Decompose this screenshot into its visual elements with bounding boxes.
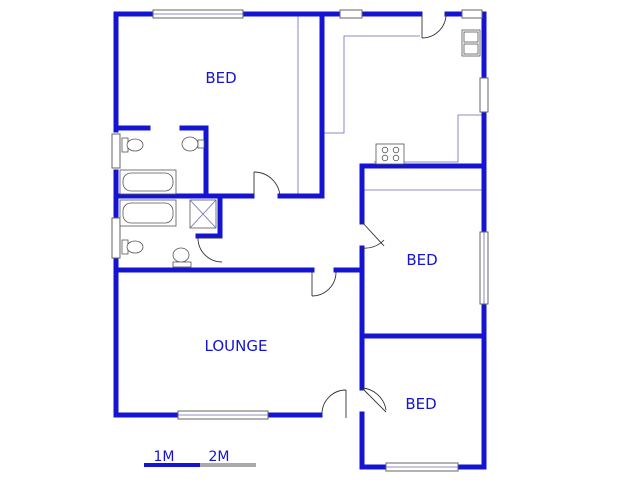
wall-bath-lower xyxy=(195,193,223,239)
door-bathroom xyxy=(197,237,223,263)
doors xyxy=(197,13,447,418)
window-top-right xyxy=(461,9,483,19)
stove xyxy=(375,143,405,165)
shower xyxy=(189,199,217,229)
walls xyxy=(113,11,487,470)
door-bed-top xyxy=(253,171,281,197)
scale-label-2m: 2M xyxy=(209,449,230,465)
room-label-bed-right-middle: BED xyxy=(406,251,437,269)
room-labels: BED BED LOUNGE BED xyxy=(205,69,438,413)
scale-label-1m: 1M xyxy=(154,449,175,465)
wall-bath-top xyxy=(113,125,209,199)
window-right-kitchen xyxy=(479,77,489,113)
toilet-lower xyxy=(121,239,144,255)
door-bed-right xyxy=(361,221,385,249)
room-label-bed-top-left: BED xyxy=(205,69,236,87)
windows xyxy=(111,9,489,472)
window-left-bath-lower xyxy=(111,217,121,259)
window-top-kitchen xyxy=(339,9,363,19)
basin-lower xyxy=(172,247,192,268)
door-kitchen-exterior xyxy=(421,13,447,39)
toilet-upper xyxy=(121,137,144,153)
window-left-bath-top xyxy=(111,133,121,169)
room-label-lounge: LOUNGE xyxy=(205,337,268,355)
scale-bar: 1M 2M xyxy=(144,449,256,467)
room-label-bed-bottom-right: BED xyxy=(405,395,436,413)
sink xyxy=(461,29,481,57)
bathroom-fixtures xyxy=(119,136,217,268)
wall-bed-passage xyxy=(113,11,325,199)
kitchen-fixtures xyxy=(375,29,481,165)
door-lounge xyxy=(311,271,337,297)
door-bed-bottom xyxy=(361,387,387,413)
basin-upper xyxy=(181,136,205,152)
door-front xyxy=(321,389,347,418)
